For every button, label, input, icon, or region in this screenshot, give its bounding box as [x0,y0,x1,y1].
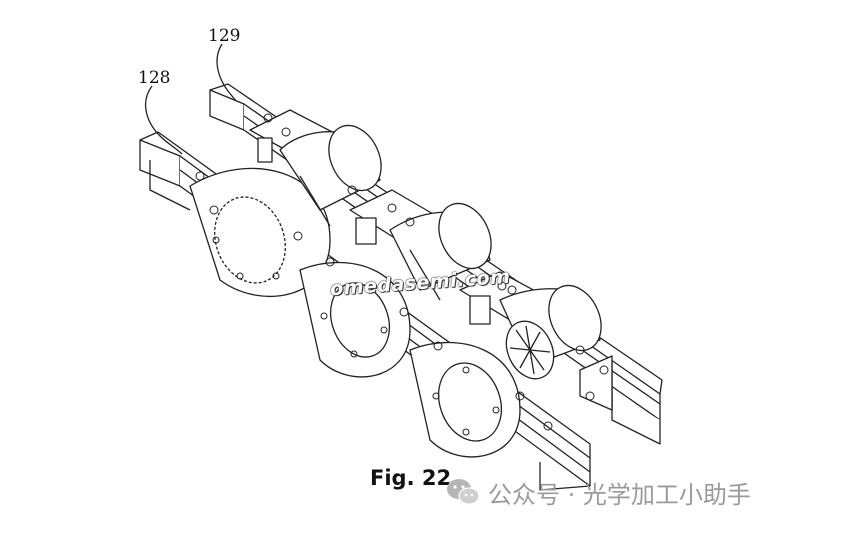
wechat-account-name: 公众号 · 光学加工小助手 [488,480,751,509]
wechat-attribution: 公众号 · 光学加工小助手 [446,474,751,510]
ref-label-129: 129 [208,26,241,46]
ref-label-128: 128 [138,68,171,88]
leader-line-128 [144,85,183,155]
front-lens-holders [189,167,521,458]
spoked-element [505,320,555,380]
screws [195,113,609,436]
wechat-icon [447,479,480,505]
figure-caption: Fig. 22 [370,466,452,490]
